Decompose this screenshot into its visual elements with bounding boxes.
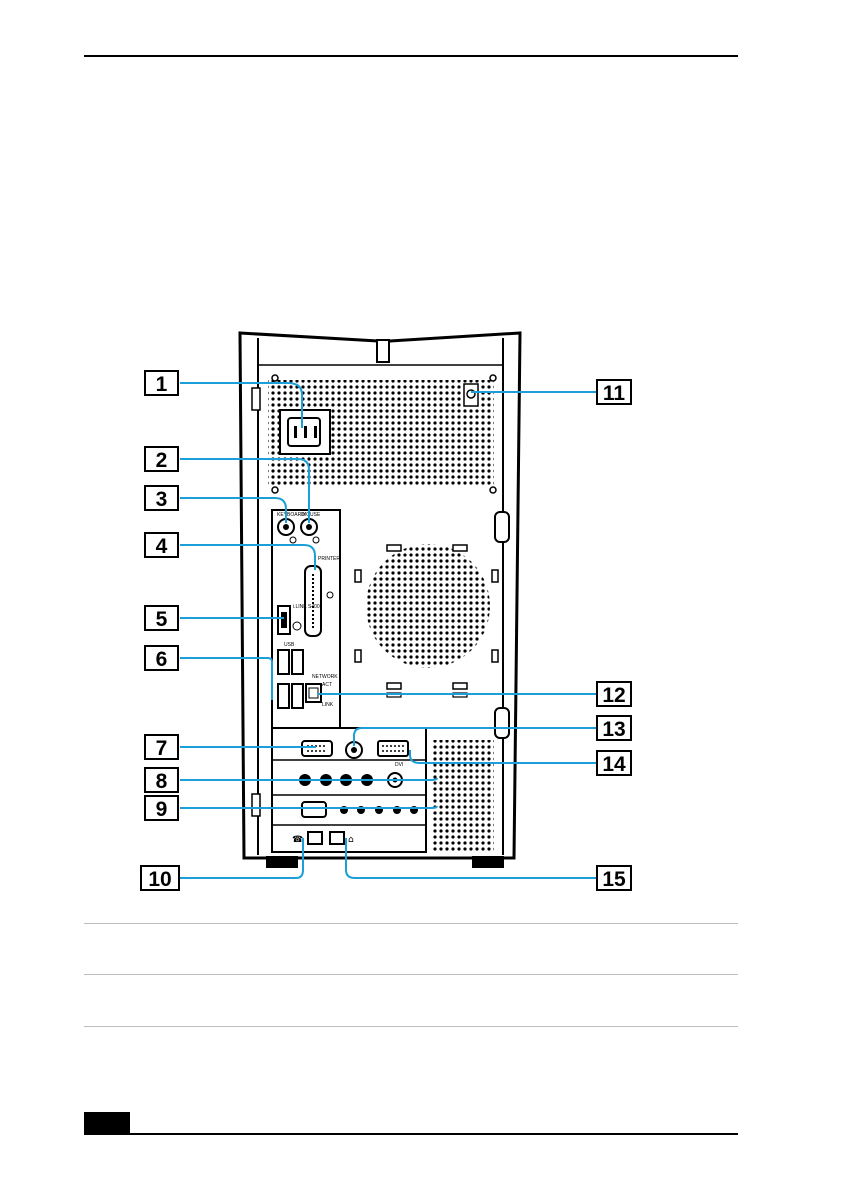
keyboard-label: KEYBOARD <box>277 512 305 518</box>
page-number-tab <box>84 1112 130 1135</box>
table-rule-1 <box>84 923 738 924</box>
table-rule-3 <box>84 1026 738 1027</box>
callout-2: 2 <box>156 449 168 472</box>
vga-monitor-port[interactable] <box>302 741 332 756</box>
table-rule-2 <box>84 974 738 975</box>
usb-port-2[interactable] <box>292 650 303 674</box>
callout-12: 12 <box>602 684 625 707</box>
callout-6: 6 <box>156 648 168 671</box>
svg-text:☎: ☎ <box>292 835 303 845</box>
usb-port-1[interactable] <box>278 650 289 674</box>
dvi-port[interactable] <box>378 741 408 756</box>
printer-label: PRINTER <box>318 556 340 562</box>
callout-13: 13 <box>602 718 625 741</box>
usb-port-3[interactable] <box>278 684 289 708</box>
network-label: NETWORK <box>312 674 338 680</box>
act-label: ACT <box>322 682 332 688</box>
printer-port[interactable] <box>305 566 321 636</box>
callout-5: 5 <box>156 608 168 631</box>
link-label: LINK <box>322 702 334 708</box>
svg-text:⌂: ⌂ <box>348 835 354 845</box>
footer-rule <box>84 1133 738 1135</box>
game-port[interactable] <box>302 802 326 817</box>
usb-port-4[interactable] <box>292 684 303 708</box>
callout-9: 9 <box>156 798 168 821</box>
dvi-label: DVI <box>395 762 403 768</box>
callout-1: 1 <box>156 373 168 396</box>
callout-3: 3 <box>156 488 168 511</box>
callout-10: 10 <box>148 868 171 891</box>
callout-15: 15 <box>602 868 626 891</box>
ilink-label: i.LINK S400 <box>293 604 320 610</box>
mouse-label: MOUSE <box>302 512 321 518</box>
modem-line-jack[interactable] <box>330 832 344 844</box>
expansion-vent <box>432 740 494 852</box>
callout-14: 14 <box>602 753 626 776</box>
callout-7: 7 <box>156 737 168 760</box>
callout-4: 4 <box>156 535 168 558</box>
modem-phone-jack[interactable] <box>308 832 322 844</box>
callout-11: 11 <box>603 382 626 405</box>
callout-8: 8 <box>156 770 168 793</box>
usb-label: USB <box>284 642 295 648</box>
